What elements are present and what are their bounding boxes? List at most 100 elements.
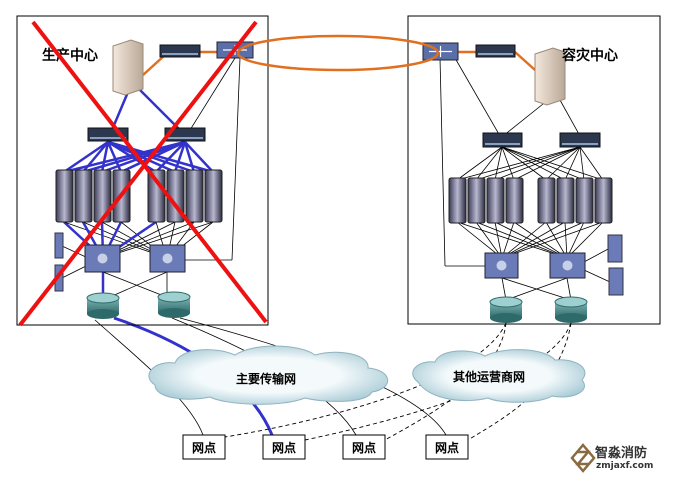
link-line (501, 146, 515, 181)
branch-node: 网点 (182, 434, 226, 460)
link-line (106, 141, 123, 173)
top (157, 291, 191, 303)
link-line (501, 221, 585, 259)
switch-icon (159, 44, 201, 58)
storage-server-icon (608, 267, 624, 296)
switch-body (159, 44, 201, 58)
hub (97, 253, 108, 264)
logo-icon (570, 443, 596, 473)
main-transport-cloud: 主要传输网 (148, 345, 389, 405)
link-line (579, 146, 585, 181)
branch-node: 网点 (262, 434, 306, 460)
link-curve (224, 322, 507, 438)
link-line (456, 221, 503, 259)
link-line (231, 57, 241, 261)
branch-label: 网点 (352, 440, 376, 455)
branch-label: 网点 (435, 440, 459, 455)
rack-server-icon (486, 177, 505, 224)
rack-server-icon (185, 169, 204, 223)
link-line (501, 146, 547, 181)
switch-ports (162, 53, 198, 55)
link-line (110, 91, 130, 131)
tower-body (534, 47, 566, 106)
other-network-label: 其他运营商网 (453, 369, 525, 384)
top (554, 296, 588, 308)
link-line (456, 146, 503, 181)
link-line (583, 247, 611, 263)
link-line (494, 221, 568, 259)
link-line (456, 221, 568, 259)
link-line (100, 141, 110, 173)
rack-server-icon (204, 169, 223, 223)
link-curve (467, 322, 572, 441)
branch-box (262, 434, 306, 460)
link-line (559, 99, 581, 137)
core-switch-icon (484, 252, 519, 279)
dr-center-box (407, 15, 661, 325)
rack-server-icon (74, 169, 93, 223)
rack-server-icon (147, 169, 166, 223)
hub (162, 253, 173, 264)
link-line (494, 146, 581, 181)
branch-box (342, 434, 386, 460)
mainframe-server-icon (112, 39, 144, 96)
link-line (501, 146, 604, 181)
bottom (158, 308, 190, 318)
interconnect-ring (236, 34, 440, 72)
link-line (501, 146, 566, 181)
link-line (454, 57, 501, 137)
link-line (107, 140, 214, 174)
branch-label: 网点 (272, 440, 296, 455)
router-icon (157, 291, 191, 318)
link-line (439, 57, 446, 267)
production-center-label: 生产中心 (42, 47, 98, 64)
link-curve (384, 322, 507, 441)
link-line (501, 221, 515, 259)
link-line (501, 221, 566, 259)
branch-box (182, 434, 226, 460)
production-center-box (16, 15, 269, 326)
link-line (475, 146, 581, 181)
link-line (475, 221, 503, 259)
storage-server-icon (54, 232, 64, 259)
link-line (501, 146, 585, 181)
link-line (564, 221, 568, 259)
link-line (566, 277, 572, 301)
core-switch-icon (84, 244, 121, 273)
top (489, 296, 523, 308)
rack-server-icon (537, 177, 556, 224)
hub (562, 260, 573, 271)
switch-ports (90, 137, 126, 139)
switch-ports (562, 143, 598, 145)
link-line (475, 146, 503, 181)
link-line (501, 221, 604, 259)
link-line (513, 221, 568, 259)
watermark-name: 智淼消防 (595, 445, 647, 461)
branch-box (425, 434, 469, 460)
switch-ports (485, 143, 520, 145)
main-network-label: 主要传输网 (236, 371, 296, 386)
link-line (184, 141, 214, 173)
link-line (139, 89, 181, 131)
switch-icon (164, 127, 206, 142)
rack-server-icon (467, 177, 486, 224)
storage-server-icon (607, 234, 623, 263)
link-line (494, 221, 503, 259)
rack-server-icon (55, 169, 74, 223)
core-switch-icon (149, 244, 186, 273)
switch-icon (482, 132, 523, 148)
watermark-logo: 智淼消防 zmjaxf.com (570, 443, 653, 473)
link-line (505, 277, 568, 301)
bottom (490, 313, 522, 323)
other-carrier-cloud: 其他运营商网 (412, 349, 586, 403)
switch-icon (475, 44, 516, 58)
bottom (555, 313, 587, 323)
watermark-site: zmjaxf.com (596, 461, 653, 471)
link-line (142, 54, 166, 76)
link-line (189, 57, 236, 131)
branch-node: 网点 (425, 434, 469, 460)
link-line (502, 99, 549, 137)
link-line (82, 141, 109, 173)
link-line (63, 140, 109, 174)
